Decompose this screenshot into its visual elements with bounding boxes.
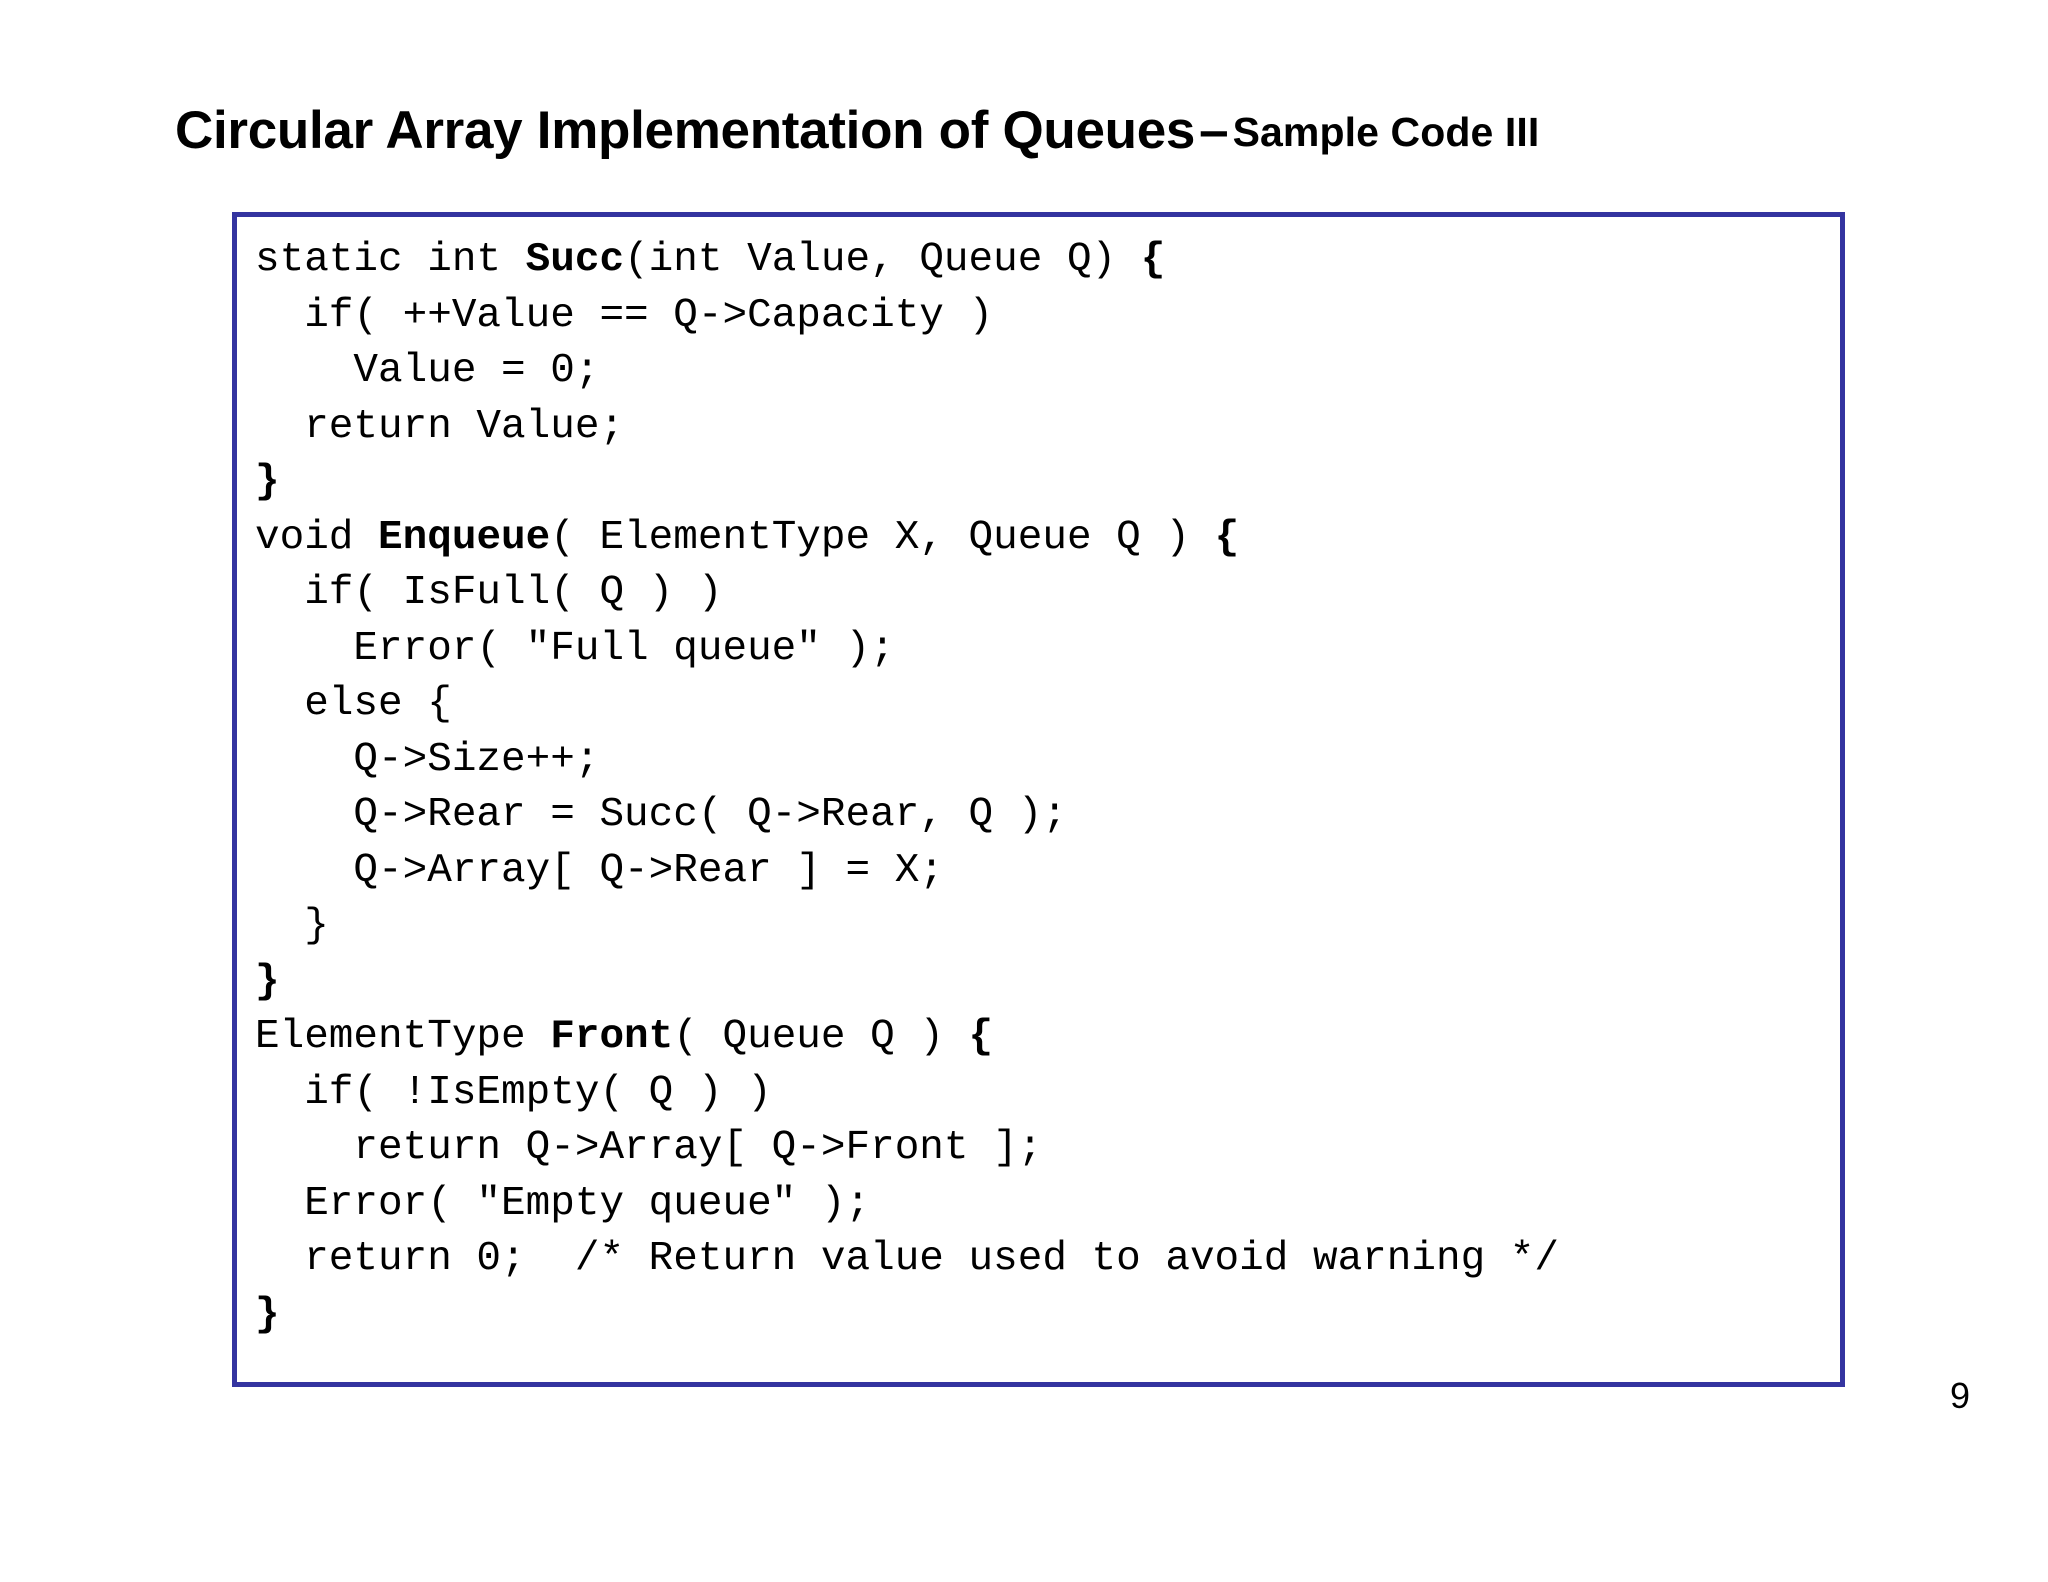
code-token-bold: { bbox=[968, 1014, 994, 1060]
code-token-bold: { bbox=[1140, 237, 1166, 283]
code-token: Q->Rear = Succ( Q->Rear, Q ); bbox=[255, 792, 1067, 838]
code-token: Error( "Empty queue" ); bbox=[255, 1180, 871, 1227]
code-line: Error( "Full queue" ); bbox=[255, 622, 1840, 678]
code-line: Q->Size++; bbox=[255, 733, 1840, 789]
code-line: Q->Rear = Succ( Q->Rear, Q ); bbox=[255, 788, 1840, 844]
code-block: static int Succ(int Value, Queue Q) { if… bbox=[232, 212, 1845, 1387]
code-token-bold: Succ bbox=[525, 237, 625, 283]
code-token: Value = 0; bbox=[255, 348, 600, 394]
code-token-bold: } bbox=[255, 958, 280, 1005]
code-line: } bbox=[255, 899, 1840, 955]
code-token: if( ++Value == Q->Capacity ) bbox=[255, 292, 994, 339]
code-token: static int bbox=[255, 237, 526, 283]
code-line: void Enqueue( ElementType X, Queue Q ) { bbox=[255, 511, 1840, 567]
page-title: Circular Array Implementation of Queues–… bbox=[175, 104, 1935, 157]
code-line: } bbox=[255, 455, 1840, 511]
code-token: return Value; bbox=[255, 403, 625, 450]
code-token: if( !IsEmpty( Q ) ) bbox=[255, 1069, 772, 1116]
title-subtitle-text: Sample Code III bbox=[1232, 109, 1540, 155]
code-token: Q->Array[ Q->Rear ] = X; bbox=[255, 847, 944, 894]
title-separator: – bbox=[1199, 101, 1229, 160]
page-number: 9 bbox=[1949, 1375, 1970, 1416]
code-token: void bbox=[255, 514, 379, 561]
code-token: } bbox=[255, 903, 329, 949]
code-line: return Value; bbox=[255, 400, 1840, 456]
code-token: return 0; /* Return value used to avoid … bbox=[255, 1236, 1560, 1282]
code-lines-container: static int Succ(int Value, Queue Q) { if… bbox=[237, 217, 1840, 1343]
code-line: if( ++Value == Q->Capacity ) bbox=[255, 289, 1840, 345]
code-line: static int Succ(int Value, Queue Q) { bbox=[255, 233, 1840, 289]
code-line: Q->Array[ Q->Rear ] = X; bbox=[255, 844, 1840, 900]
code-token: if( IsFull( Q ) ) bbox=[255, 570, 723, 616]
code-line: else { bbox=[255, 677, 1840, 733]
code-token: ( Queue Q ) bbox=[673, 1014, 969, 1060]
title-main-text: Circular Array Implementation of Queues bbox=[175, 101, 1196, 160]
code-line: ElementType Front( Queue Q ) { bbox=[255, 1010, 1840, 1066]
code-token: Error( "Full queue" ); bbox=[255, 625, 895, 672]
code-token-bold: Front bbox=[550, 1014, 674, 1060]
code-line: return 0; /* Return value used to avoid … bbox=[255, 1232, 1840, 1288]
code-line: if( !IsEmpty( Q ) ) bbox=[255, 1066, 1840, 1122]
code-token: else { bbox=[255, 681, 452, 727]
code-line: } bbox=[255, 1288, 1840, 1344]
code-line: Value = 0; bbox=[255, 344, 1840, 400]
code-token-bold: } bbox=[255, 459, 280, 505]
code-token-bold: Enqueue bbox=[378, 514, 551, 561]
code-line: } bbox=[255, 955, 1840, 1011]
code-token: return Q->Array[ Q->Front ]; bbox=[255, 1125, 1043, 1171]
code-line: Error( "Empty queue" ); bbox=[255, 1177, 1840, 1233]
code-token: ElementType bbox=[255, 1014, 551, 1060]
code-token: (int Value, Queue Q) bbox=[624, 237, 1141, 283]
code-line: if( IsFull( Q ) ) bbox=[255, 566, 1840, 622]
code-token: Q->Size++; bbox=[255, 736, 600, 783]
code-token-bold: { bbox=[1214, 514, 1240, 561]
code-token: ( ElementType X, Queue Q ) bbox=[550, 514, 1215, 561]
code-line: return Q->Array[ Q->Front ]; bbox=[255, 1121, 1840, 1177]
code-token-bold: } bbox=[255, 1291, 280, 1338]
